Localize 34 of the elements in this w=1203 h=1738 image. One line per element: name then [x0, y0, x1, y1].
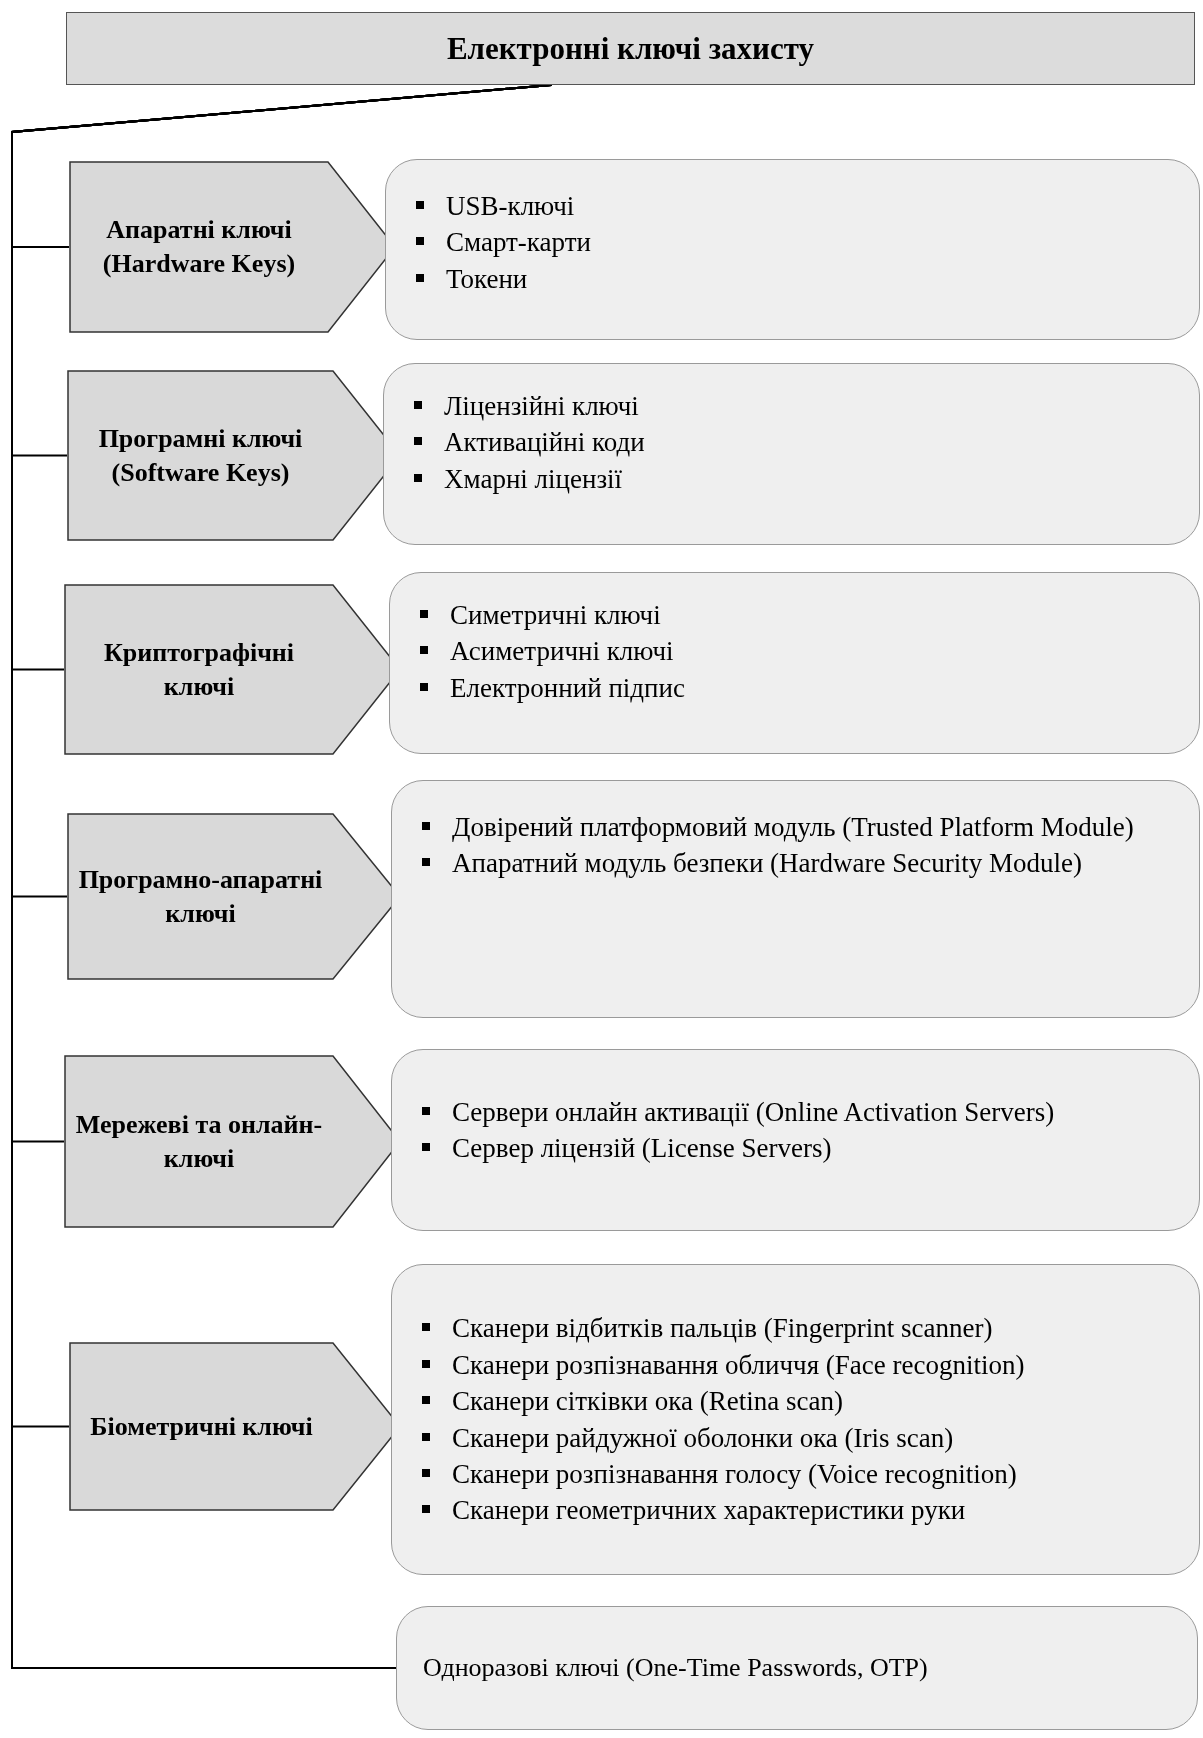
list-item-text: Сканери відбитків пальців (Fingerprint scanner): [452, 1312, 993, 1346]
list-item-text: Апаратний модуль безпеки (Hardware Security Module): [452, 847, 1082, 881]
list-item-text: Сканери розпізнавання голосу (Voice recognition): [452, 1457, 1017, 1491]
list-item-text: Сканери геометричних характеристики руки: [452, 1494, 966, 1528]
rounded-box: Одноразові ключі (One-Time Passwords, OTP): [396, 1606, 1198, 1730]
list-item-text: Активаційні коди: [444, 426, 645, 460]
rounded-list-box: [383, 363, 1200, 545]
list-item-text: Сканери сітківки ока (Retina scan): [452, 1385, 843, 1419]
list-item-text: Сервер ліцензій (License Servers): [452, 1132, 832, 1166]
category-label: Мережеві та онлайн-ключі: [74, 1108, 324, 1175]
list-item-text: Сервери онлайн активації (Online Activation Servers): [452, 1096, 1055, 1129]
list-item-text: Довірений платформовий модуль (Trusted Platform Module): [452, 811, 1134, 844]
category-label: Біометричні ключі: [90, 1410, 313, 1443]
list-item-text: Смарт-карти: [446, 226, 591, 260]
connector-line: [11, 84, 553, 1669]
category-label: Криптографічні ключі: [102, 636, 296, 703]
rounded-list-box: [391, 1049, 1200, 1231]
list-item-text: Токени: [446, 262, 528, 296]
list-item-text: USB-ключі: [446, 190, 575, 223]
rounded-list-box: [391, 1264, 1200, 1575]
category-label: Апаратні ключі (Hardware Keys): [101, 214, 297, 280]
rounded-list-box: [385, 159, 1200, 340]
category-label: Програмні ключі (Software Keys): [97, 422, 304, 489]
list-item-text: Асиметричні ключі: [450, 635, 674, 669]
list-item-text: Ліцензійні ключі: [444, 390, 639, 423]
list-item-text: Хмарні ліцензії: [444, 462, 623, 496]
rounded-list-box: [391, 780, 1200, 1018]
list-item-text: Сканери розпізнавання обличчя (Face recognition): [452, 1348, 1025, 1382]
heading-box: Електронні ключі захисту: [66, 12, 1195, 85]
rounded-list-box: [389, 572, 1200, 754]
list-item-text: Симетричні ключі: [450, 599, 661, 632]
list-item-text: Сканери райдужної оболонки ока (Iris scan): [452, 1421, 954, 1455]
list-item-text: Електронний підпис: [450, 671, 685, 705]
category-label: Програмно-апаратні ключі: [77, 863, 324, 930]
